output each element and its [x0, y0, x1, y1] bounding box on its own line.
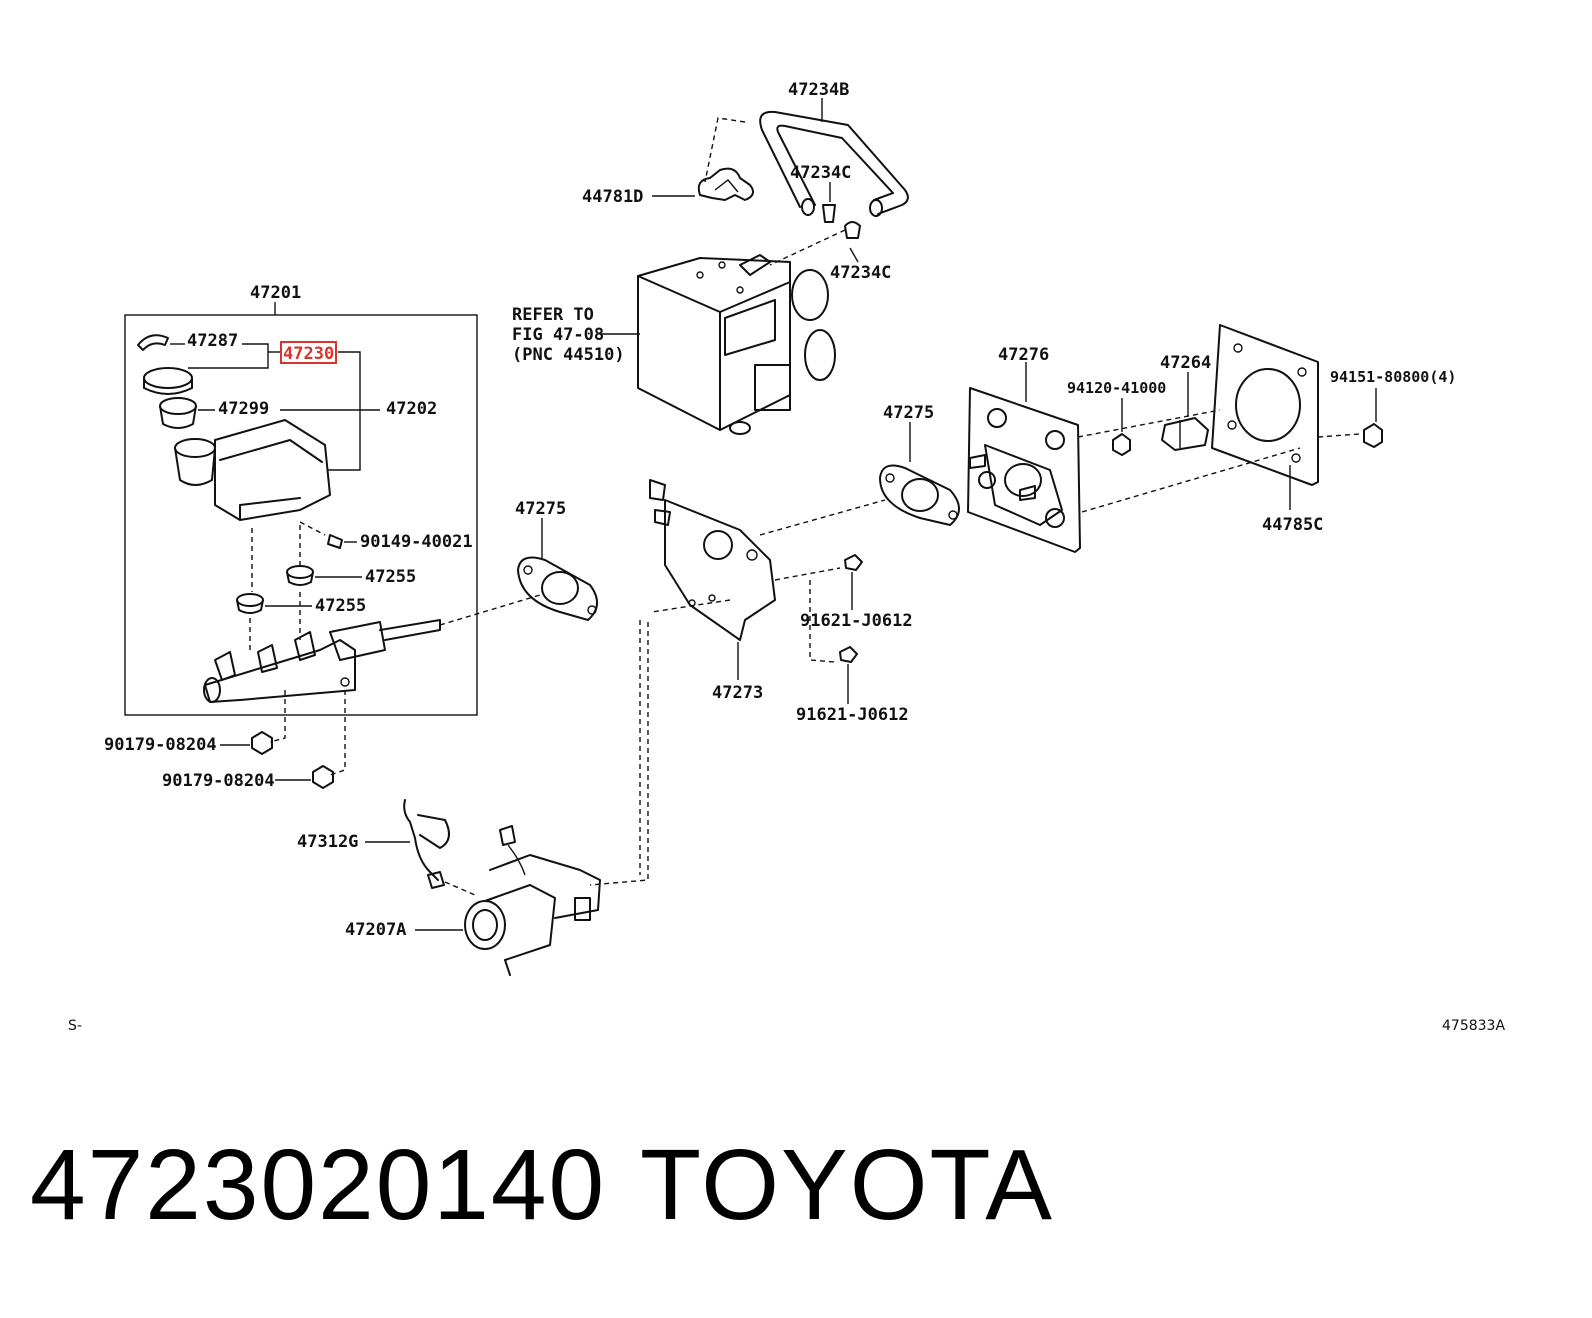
label-47234b: 47234B [788, 80, 849, 100]
reservoir-cap [143, 367, 193, 395]
plate-47276 [967, 387, 1081, 553]
refer-line-3: (PNC 44510) [512, 345, 625, 365]
label-91621-lower: 91621-J0612 [796, 705, 909, 725]
bolt-90149 [327, 534, 343, 549]
nut-90179-lower [312, 765, 334, 789]
stroke-sensor-47207a [464, 825, 601, 976]
refer-line-2: FIG 47-08 [512, 325, 604, 345]
bracket-47273 [649, 479, 776, 641]
clip-47234c-lower [844, 221, 861, 239]
label-47234c-lower: 47234C [830, 263, 891, 283]
corner-code-right: 475833A [1442, 1018, 1505, 1034]
label-94151: 94151-80800(4) [1330, 368, 1456, 386]
label-47275-left: 47275 [515, 499, 566, 519]
brand-name: TOYOTA [640, 1129, 1054, 1241]
hose-47234b [759, 110, 909, 217]
part-number: 4723020140 [30, 1129, 607, 1241]
clip-47264 [1161, 417, 1209, 451]
label-47264: 47264 [1160, 353, 1211, 373]
gasket-47275-right [879, 464, 960, 526]
highlight-box-47230 [280, 341, 337, 364]
label-47287: 47287 [187, 331, 238, 351]
nut-94120 [1112, 433, 1131, 456]
label-47207a: 47207A [345, 920, 406, 940]
label-47230: 47230 [283, 344, 334, 364]
label-90179-upper: 90179-08204 [104, 735, 217, 755]
label-47234c-upper: 47234C [790, 163, 851, 183]
label-47201: 47201 [250, 283, 301, 303]
label-47312g: 47312G [297, 832, 358, 852]
clip-47234c-upper [822, 204, 836, 223]
label-47275-right: 47275 [883, 403, 934, 423]
label-94120: 94120-41000 [1067, 379, 1166, 397]
label-47273: 47273 [712, 683, 763, 703]
label-47202: 47202 [386, 399, 437, 419]
reservoir-47202 [174, 419, 331, 521]
label-44785c: 44785C [1262, 515, 1323, 535]
nut-94151 [1363, 423, 1383, 448]
label-91621-upper: 91621-J0612 [800, 611, 913, 631]
label-47255-lower: 47255 [315, 596, 366, 616]
refer-line-1: REFER TO [512, 305, 594, 325]
clip-47287 [137, 334, 169, 351]
master-cylinder [203, 619, 441, 703]
label-90149: 90149-40021 [360, 532, 473, 552]
gasket-44785c [1211, 324, 1319, 486]
strainer-47299 [159, 397, 197, 429]
corner-code-left: S- [68, 1018, 82, 1034]
group-box-47201 [124, 314, 478, 716]
clip-44781d [697, 167, 755, 201]
parts-diagram: 47234B 47234C 44781D 47234C REFER TO FIG… [68, 80, 1505, 1034]
bolt-91621-lower [839, 646, 858, 663]
label-44781d: 44781D [582, 187, 643, 207]
nut-90179-upper [251, 731, 273, 755]
gasket-47275-left [517, 556, 598, 621]
bolt-91621-upper [844, 554, 863, 571]
label-47276: 47276 [998, 345, 1049, 365]
label-47299: 47299 [218, 399, 269, 419]
wire-47312g [403, 799, 450, 889]
grommet-47255-upper [286, 565, 314, 586]
label-47255-upper: 47255 [365, 567, 416, 587]
grommet-47255-lower [236, 593, 264, 614]
abs-actuator [637, 254, 836, 435]
label-90179-lower: 90179-08204 [162, 771, 275, 791]
